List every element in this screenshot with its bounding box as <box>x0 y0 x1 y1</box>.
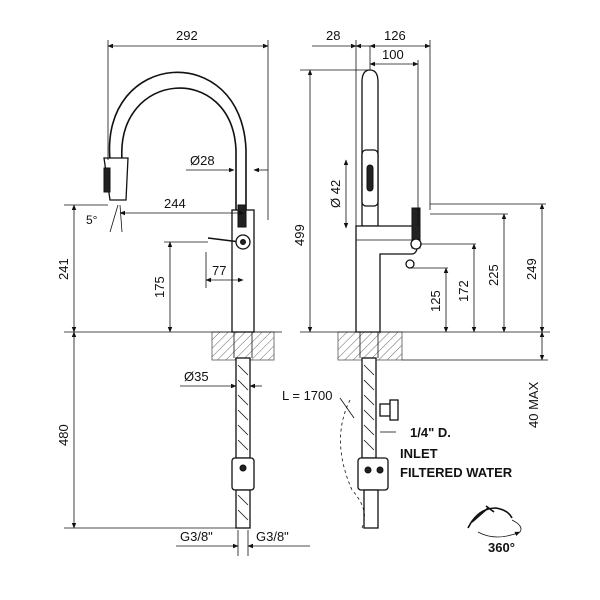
side-deck-section <box>337 331 403 361</box>
dim-shank-length: 480 <box>56 424 71 446</box>
front-view: 292 Ø28 244 5° 241 175 77 Ø35 480 <box>56 28 310 556</box>
front-handle <box>207 237 241 243</box>
label-rotation: 360° <box>488 540 515 555</box>
dim-handle-height: 175 <box>152 276 167 298</box>
side-view: 28 126 100 Ø 42 499 125 172 225 249 <box>282 28 550 555</box>
dim-height-225: 225 <box>486 264 501 286</box>
front-spout-inner <box>121 87 237 210</box>
dim-side-28: 28 <box>326 28 340 43</box>
dim-side-100: 100 <box>382 47 404 62</box>
dim-handle-offset: 77 <box>212 263 226 278</box>
dim-connection-right: G3/8" <box>256 529 289 544</box>
label-filtered-water: FILTERED WATER <box>400 465 513 480</box>
dim-hose-length: L = 1700 <box>282 388 332 403</box>
label-inlet: INLET <box>400 446 438 461</box>
dim-spout-reach: 244 <box>164 196 186 211</box>
side-body <box>355 225 419 333</box>
side-shank-hoses <box>340 357 399 529</box>
dim-base-diameter: Ø35 <box>184 369 209 384</box>
front-deck-section <box>211 331 275 361</box>
dim-connection-left: G3/8" <box>180 529 213 544</box>
dim-deck-thickness: 40 MAX <box>526 381 541 428</box>
dim-outlet-height: 125 <box>428 290 443 312</box>
dim-overall-height: 499 <box>292 224 307 246</box>
front-lever <box>237 204 247 228</box>
dim-height-249: 249 <box>524 258 539 280</box>
dim-width-total: 292 <box>176 28 198 43</box>
dim-spout-diameter: Ø28 <box>190 153 215 168</box>
rotation-icon <box>467 505 522 538</box>
dim-head-diameter: Ø 42 <box>328 180 343 208</box>
front-spout-outer <box>108 71 247 210</box>
front-shank-hoses <box>231 357 255 529</box>
front-body-column <box>231 209 255 333</box>
dim-spray-angle: 5° <box>86 213 98 227</box>
dim-total-height: 241 <box>56 258 71 280</box>
dim-side-126: 126 <box>384 28 406 43</box>
dim-lever-height: 172 <box>456 280 471 302</box>
dim-inlet-size: 1/4" D. <box>410 425 451 440</box>
